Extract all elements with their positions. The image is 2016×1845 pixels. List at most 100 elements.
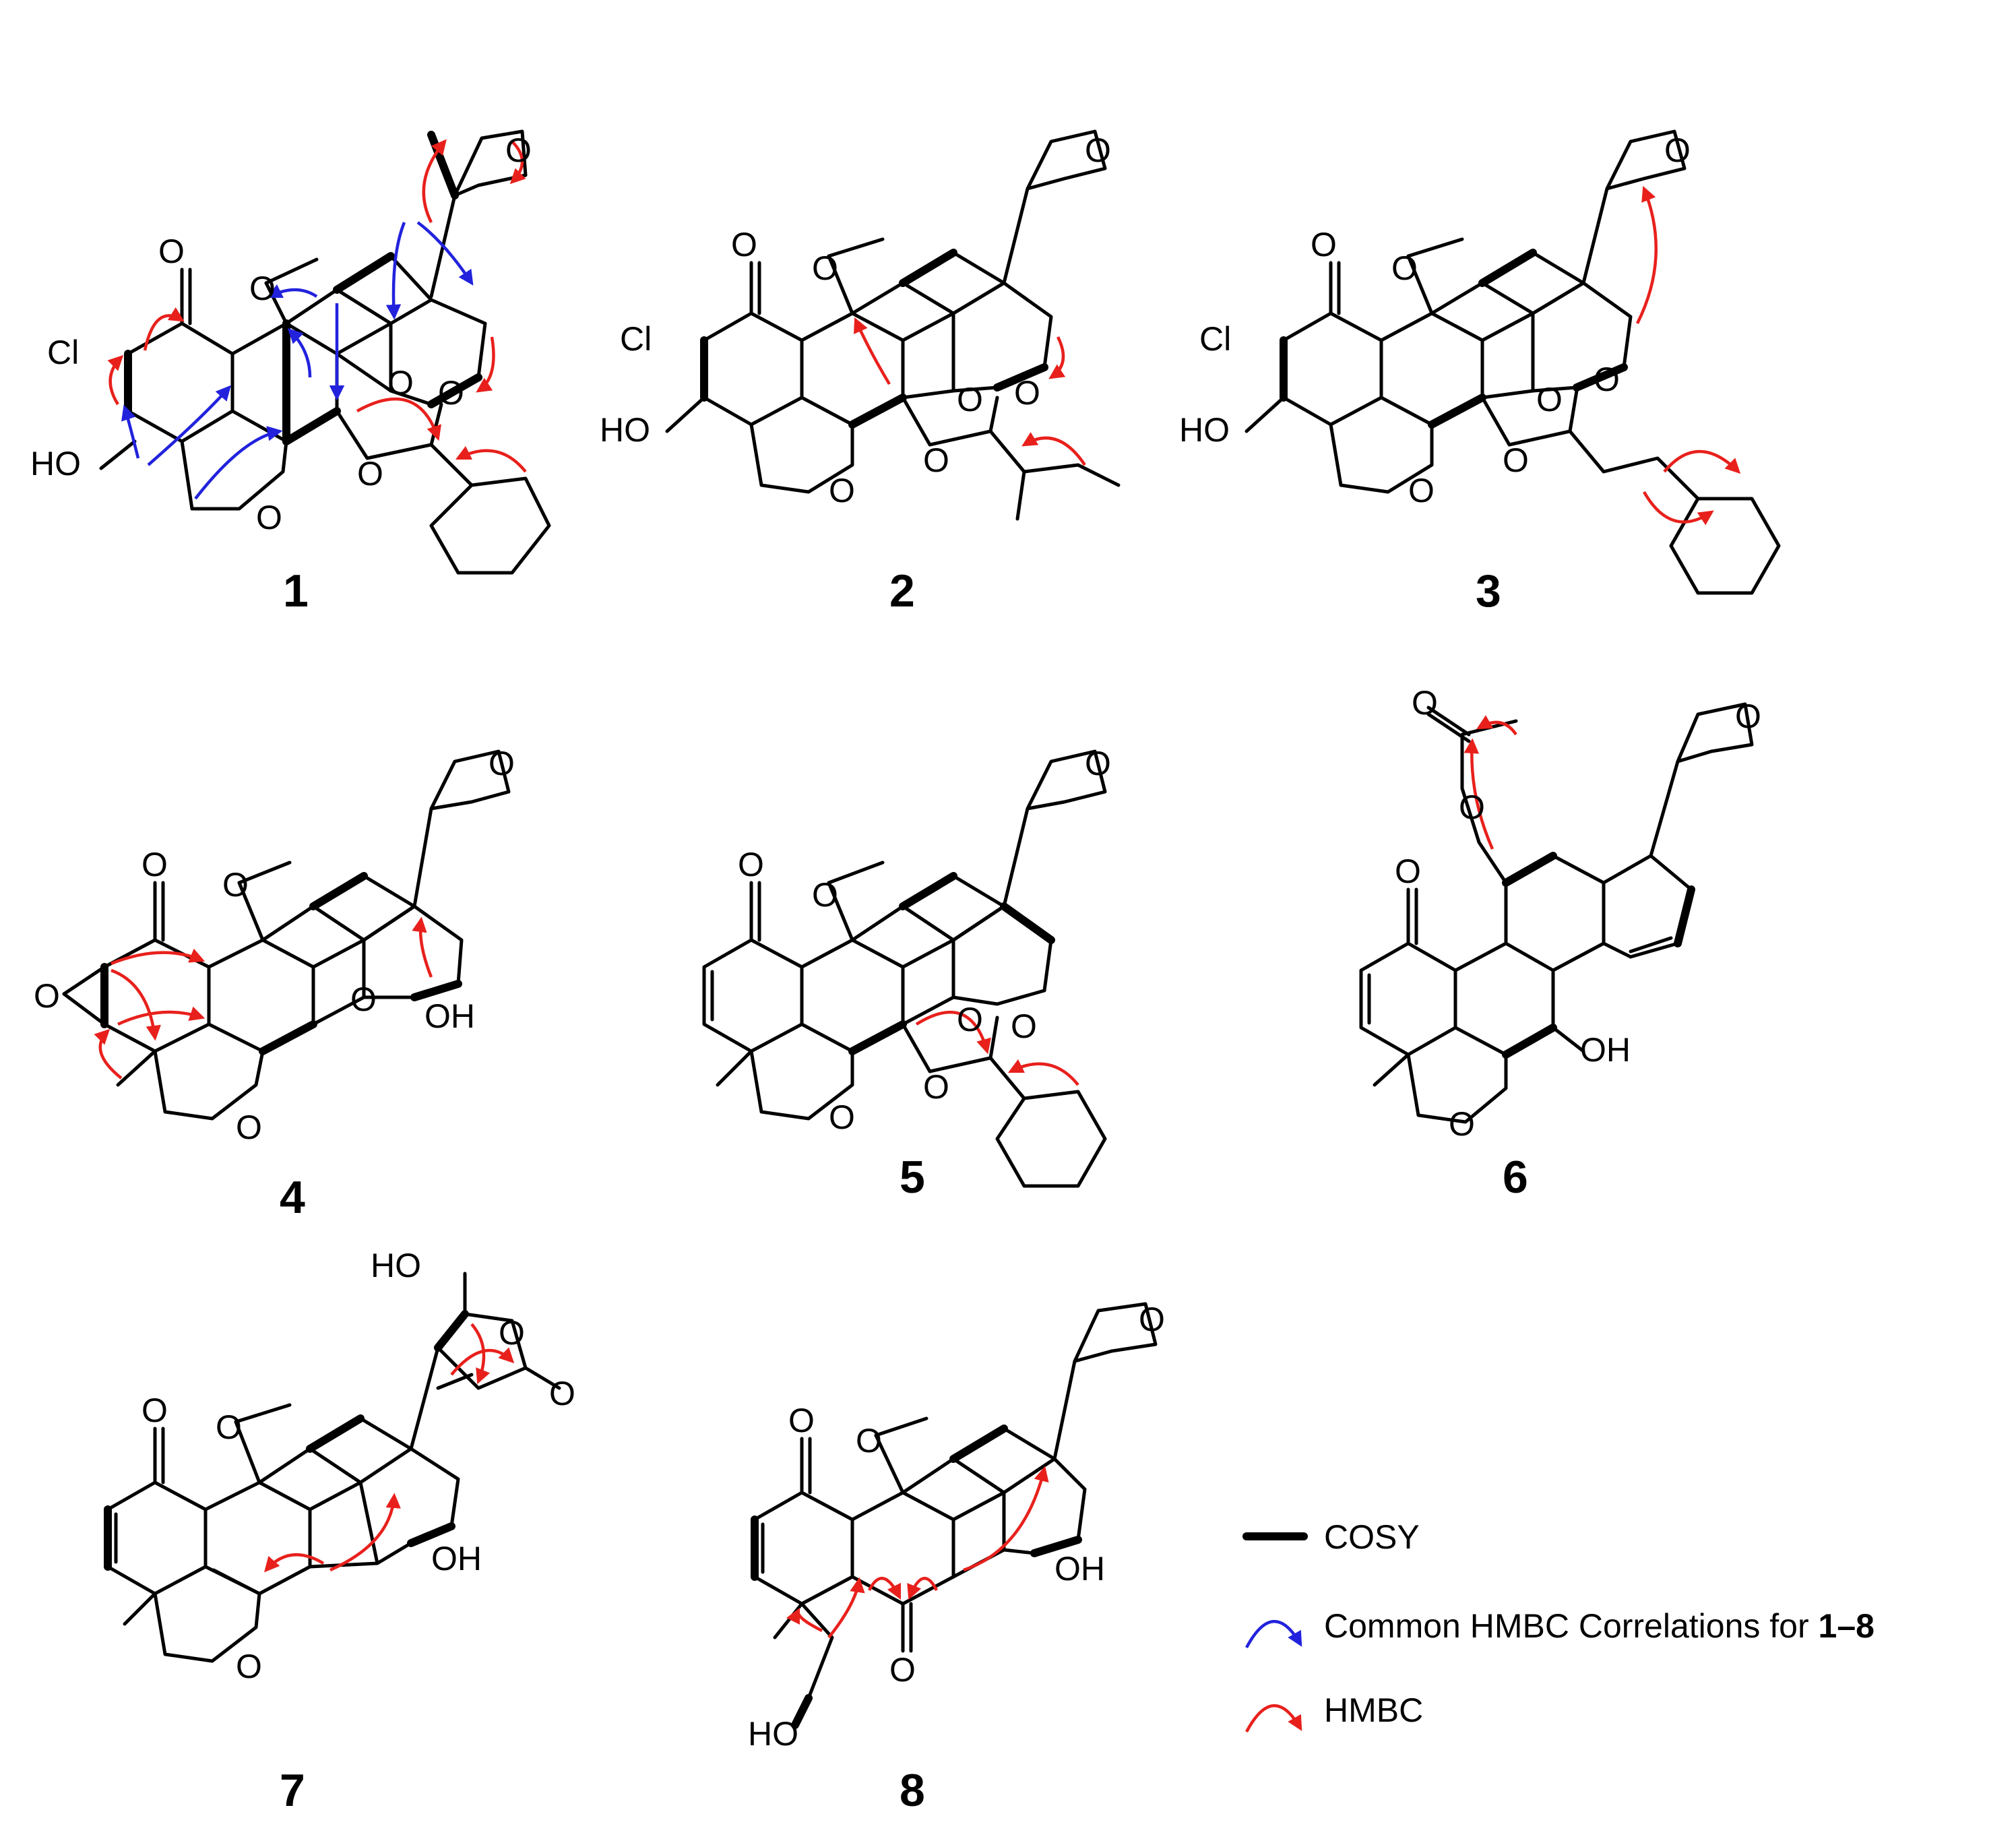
- hmbc-arrow: [194, 426, 283, 500]
- compound-4-labels: O O O O O O OH 4: [34, 745, 515, 1223]
- compound-1-labels: Cl O O O O O O O HO 1: [30, 131, 532, 617]
- hmbc-arrow: [854, 317, 891, 385]
- hmbc-arrow: [94, 1028, 123, 1080]
- oxygen-label: O: [788, 1402, 815, 1439]
- oxygen-label: O: [889, 1651, 916, 1689]
- hmbc-arrow: [1643, 491, 1714, 526]
- oxygen-label: O: [1011, 1007, 1037, 1045]
- chlorine-label: Cl: [1199, 320, 1231, 358]
- oxygen-label: O: [489, 745, 515, 782]
- hmbc-arrow: [117, 1006, 206, 1026]
- hmbc-arrow: [1463, 738, 1494, 850]
- hmbc-arrow: [476, 336, 495, 393]
- compound-6-number: 6: [1503, 1152, 1528, 1203]
- legend-cosy: COSY: [1242, 1518, 1420, 1556]
- compound-4-cosy: [100, 872, 462, 1055]
- hmbc-arrow: [1021, 432, 1086, 466]
- hmbc-arrow: [1007, 1059, 1079, 1086]
- compound-6-labels: O O O O O OH 6: [1395, 684, 1761, 1203]
- compound-7-structure: O O O O O HO OH 7: [104, 1247, 575, 1816]
- compound-5-structure: O O O O O O O 5: [702, 745, 1111, 1203]
- hmbc-arrow: [907, 1577, 939, 1600]
- hmbc-arrow: [1635, 185, 1658, 325]
- hmbc-arrow: [107, 354, 124, 406]
- oxygen-label: O: [1139, 1301, 1165, 1338]
- legend-hmbc-label: HMBC: [1324, 1691, 1423, 1729]
- hmbc-arrow: [827, 1577, 865, 1639]
- compound-7-number: 7: [280, 1765, 305, 1816]
- oxygen-label: O: [216, 1408, 242, 1446]
- compound-8-hmbc-arrows: [786, 1466, 1049, 1639]
- hmbc-arrow: [111, 948, 206, 966]
- oxygen-label: O: [731, 226, 757, 263]
- oxygen-label: O: [957, 381, 983, 418]
- oxygen-label: O: [256, 499, 282, 536]
- compound-5-hmbc-arrows: [915, 1010, 1079, 1086]
- compound-8-bonds: [753, 1302, 1158, 1700]
- compound-7-cosy: [104, 1310, 469, 1571]
- oxygen-label: O: [141, 846, 168, 883]
- compound-7-bonds: [106, 1272, 561, 1663]
- compound-4-bonds: [62, 749, 511, 1121]
- oxygen-label: O: [1536, 381, 1563, 418]
- compound-3-structure: Cl O O O O O O O HO 3: [1179, 129, 1781, 617]
- hydroxyl-label: HO: [30, 445, 81, 482]
- compound-1-hmbc-arrows: [107, 139, 527, 500]
- oxygen-label: O: [1085, 745, 1111, 782]
- oxygen-label: O: [357, 455, 383, 493]
- hmbc-arrow: [111, 968, 161, 1041]
- compound-6-cosy: [1502, 852, 1695, 1059]
- hmbc-arrow: [143, 307, 185, 351]
- oxygen-label: O: [1391, 249, 1418, 287]
- compound-1-cosy: [124, 131, 482, 445]
- hmbc-arrow: [412, 916, 433, 978]
- compound-2-hmbc-arrows: [854, 317, 1086, 466]
- oxygen-label: O: [141, 1391, 168, 1429]
- legend-hmbc: HMBC: [1245, 1691, 1423, 1733]
- compound-1-structure: Cl O O O O O O O HO 1: [30, 129, 551, 617]
- oxygen-label: O: [1311, 226, 1337, 263]
- hmbc-arrow: [385, 222, 406, 320]
- compound-3-number: 3: [1476, 565, 1501, 617]
- legend-common-hmbc-label: Common HMBC Correlations for 1–8: [1324, 1607, 1875, 1645]
- hmbc-arrow: [963, 1466, 1049, 1572]
- oxygen-label: O: [34, 977, 60, 1015]
- legend-common-hmbc: Common HMBC Correlations for 1–8: [1245, 1607, 1875, 1649]
- hmbc-arrow: [1048, 336, 1066, 379]
- compound-2-labels: Cl O O O O O O O HO 2: [600, 131, 1111, 617]
- oxygen-label: O: [158, 232, 185, 270]
- hydroxyl-label: HO: [1179, 411, 1230, 449]
- hydroxyl-label: OH: [1054, 1550, 1105, 1588]
- oxygen-label: O: [856, 1422, 882, 1460]
- oxygen-label: O: [499, 1314, 525, 1352]
- hmbc-arrow: [329, 1493, 401, 1572]
- compound-3-cosy: [1280, 249, 1628, 429]
- oxygen-label: O: [1459, 788, 1485, 826]
- compound-8-structure: O O O O HO OH 8: [748, 1301, 1165, 1816]
- oxygen-label: O: [829, 472, 855, 509]
- oxygen-label: O: [1503, 441, 1529, 479]
- oxygen-label: O: [1412, 684, 1438, 722]
- hmbc-arrow: [356, 397, 441, 441]
- oxygen-label: O: [1664, 131, 1691, 169]
- oxygen-label: O: [738, 846, 764, 883]
- compound-2-cosy: [700, 249, 1048, 429]
- hmbc-arrow: [264, 1553, 325, 1573]
- compound-7-hmbc-arrows: [264, 1323, 515, 1573]
- legend: COSY Common HMBC Correlations for 1–8 HM…: [1242, 1518, 1875, 1733]
- compound-3-hmbc-arrows: [1635, 185, 1741, 526]
- oxygen-label: O: [957, 1001, 983, 1038]
- compound-8-labels: O O O O HO OH 8: [748, 1301, 1165, 1816]
- oxygen-label: O: [236, 1108, 262, 1146]
- compound-5-bonds: [702, 749, 1107, 1188]
- compound-2-number: 2: [889, 565, 915, 617]
- oxygen-label: O: [505, 131, 532, 169]
- compound-8-number: 8: [900, 1765, 925, 1816]
- oxygen-label: O: [923, 441, 949, 479]
- oxygen-label: O: [1449, 1105, 1475, 1143]
- oxygen-label: O: [438, 374, 464, 412]
- compound-5-number: 5: [900, 1152, 925, 1203]
- compound-6-structure: O O O O O OH 6: [1359, 684, 1761, 1203]
- hmbc-arrow: [915, 1010, 992, 1055]
